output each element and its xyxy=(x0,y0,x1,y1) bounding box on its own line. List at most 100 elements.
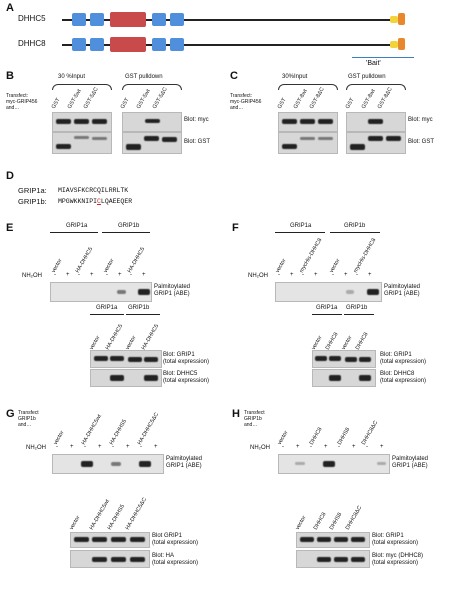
panel-g-lane2-1: vector xyxy=(68,515,82,531)
panel-c-input-gst-blot xyxy=(278,132,338,154)
panel-g-transfect: Transfect GRIP1b and… xyxy=(18,410,39,428)
panel-b-lane-4: GST xyxy=(119,97,131,110)
panel-f-sign-7: - xyxy=(356,272,358,278)
panel-g-sign-3: - xyxy=(84,444,86,450)
panel-g-blot-ha: Blot: HA (total expression) xyxy=(152,553,199,566)
panel-g-sign-2: + xyxy=(70,444,74,450)
panel-e-lane-3: vector xyxy=(102,258,116,274)
panel-e-sign-1: - xyxy=(54,272,56,278)
panel-e-sign-8: + xyxy=(142,272,146,278)
panel-f-lane2-3: vector xyxy=(340,335,354,351)
panel-h-abe-blot xyxy=(278,454,390,474)
panel-b-input-gst-blot xyxy=(52,132,112,154)
panel-c-input-bracket xyxy=(278,84,338,90)
panel-g-sign-8: + xyxy=(154,444,158,450)
grip1a-seq-label: GRIP1a: xyxy=(18,186,47,195)
panel-h-lane2-3: DHHS8 xyxy=(328,511,344,531)
panel-b-lane-6: GST-5ΔC xyxy=(151,86,169,110)
panel-h-palm-label: Palmitoylated GRIP1 (ABE) xyxy=(392,456,429,469)
panel-c-lane-5: GST-8wt xyxy=(360,88,377,110)
panel-g-sign-4: + xyxy=(98,444,102,450)
panel-f-sign-2: + xyxy=(290,272,294,278)
panel-b-pulldown-myc-blot xyxy=(122,112,182,132)
panel-c-input-label: 30%Input xyxy=(282,74,308,80)
panel-e-lane2-4: HA-DHHC5 xyxy=(140,323,161,351)
grip1a-sequence: MIAVSFKCRCQILRRLTK xyxy=(58,187,129,194)
panel-e-nh2oh: NH₂OH xyxy=(22,273,42,279)
panel-g-lane-3: HA-DHHS5 xyxy=(108,418,129,446)
panel-e-sign-3: - xyxy=(78,272,80,278)
panel-f-grip1-total-blot xyxy=(312,350,376,368)
panel-b-transfect: Transfect: myc-GRIP456 and… xyxy=(6,93,38,111)
panel-g-lane2-4: HA-DHHC5ΔC xyxy=(124,496,149,531)
panel-b-lane-1: GST xyxy=(50,97,62,110)
panel-h-sign-3: - xyxy=(310,444,312,450)
panel-c-lane-2: GST-8wt xyxy=(292,88,309,110)
panel-e-lane-1: vector xyxy=(50,258,64,274)
grip1b-seq-post: LQAEEQER xyxy=(100,198,133,205)
panel-e-lane2-3: vector xyxy=(124,335,138,351)
panel-h-sign-6: + xyxy=(352,444,356,450)
grip1b-seq-pre: MPGWKKNIPI xyxy=(58,198,98,205)
panel-f-sign-6: + xyxy=(344,272,348,278)
panel-e-blot-dhhc5: Blot: DHHC5 (total expression) xyxy=(163,371,210,384)
dhhc8-label: DHHC8 xyxy=(18,39,46,48)
panel-f-group2-1: GRIP1a xyxy=(316,305,338,311)
panel-f-letter: F xyxy=(232,222,239,234)
panel-f-group2-2: GRIP1b xyxy=(346,305,368,311)
panel-b-letter: B xyxy=(6,70,14,82)
panel-e-grip1-total-blot xyxy=(90,350,162,368)
panel-e-sign-6: + xyxy=(118,272,122,278)
panel-e-group-1: GRIP1a xyxy=(66,223,88,229)
panel-b-blot-myc: Blot: myc xyxy=(184,117,209,123)
panel-e-sign-2: + xyxy=(66,272,70,278)
panel-f-lane2-4: DHHC8 xyxy=(354,331,370,351)
panel-g-palm-label: Palmitoylated GRIP1 (ABE) xyxy=(166,456,203,469)
panel-f-dhhc8-total-blot xyxy=(312,369,376,387)
panel-c-lane-6: GST-8ΔC xyxy=(376,86,394,110)
panel-e-blot-grip1: Blot: GRIP1 (total expression) xyxy=(163,352,210,365)
panel-g-abe-blot xyxy=(52,454,164,474)
panel-e-group2-1-line xyxy=(90,314,124,315)
panel-g-lane-2: HA-DHHC5wt xyxy=(80,413,103,446)
panel-f-nh2oh: NH₂OH xyxy=(248,273,268,279)
panel-f-group2-2-line xyxy=(344,314,374,315)
grip1b-sequence: MPGWKKNIPICLQAEEQER xyxy=(58,198,132,205)
panel-f-lane-4: mycHis-DHHC8 xyxy=(352,237,378,274)
panel-h-sign-4: + xyxy=(324,444,328,450)
panel-h-transfect: Transfect GRIP1b and… xyxy=(244,410,265,428)
panel-c-lane-1: GST xyxy=(276,97,288,110)
panel-f-sign-4: + xyxy=(314,272,318,278)
panel-e-group-1-line xyxy=(50,232,98,233)
panel-e-lane2-2: HA-DHHC5 xyxy=(104,323,125,351)
panel-h-sign-1: - xyxy=(282,444,284,450)
panel-b-pulldown-gst-blot xyxy=(122,132,182,154)
panel-f-lane-1: vector xyxy=(274,258,288,274)
panel-g-ha-total-blot xyxy=(70,550,150,568)
panel-f-group-1-line xyxy=(275,232,325,233)
panel-e-group2-2: GRIP1b xyxy=(128,305,150,311)
panel-b-pulldown-label: GST pulldown xyxy=(125,74,163,80)
panel-e-group-2: GRIP1b xyxy=(118,223,140,229)
panel-h-sign-7: - xyxy=(366,444,368,450)
panel-e-group-2-line xyxy=(102,232,150,233)
panel-g-lane-1: vector xyxy=(52,430,66,446)
panel-b-lane-3: GST-5ΔC xyxy=(82,86,100,110)
panel-e-abe-blot xyxy=(50,282,152,302)
panel-h-sign-2: + xyxy=(296,444,300,450)
panel-f-sign-8: + xyxy=(368,272,372,278)
panel-f-lane2-2: DHHC8 xyxy=(324,331,340,351)
panel-e-sign-5: - xyxy=(106,272,108,278)
panel-c-letter: C xyxy=(230,70,238,82)
panel-h-lane2-1: vector xyxy=(294,515,308,531)
panel-b-lane-2: GST-5wt xyxy=(66,88,83,110)
panel-c-pulldown-bracket xyxy=(346,84,406,90)
panel-b-blot-gst: Blot: GST xyxy=(184,139,211,145)
panel-g-sign-1: - xyxy=(56,444,58,450)
panel-h-sign-5: - xyxy=(338,444,340,450)
panel-c-pulldown-label: GST pulldown xyxy=(348,74,386,80)
panel-e-letter: E xyxy=(6,222,14,234)
panel-c-pulldown-myc-blot xyxy=(346,112,406,132)
panel-e-lane-4: HA-DHHC5 xyxy=(126,246,147,274)
panel-e-group2-2-line xyxy=(126,314,160,315)
